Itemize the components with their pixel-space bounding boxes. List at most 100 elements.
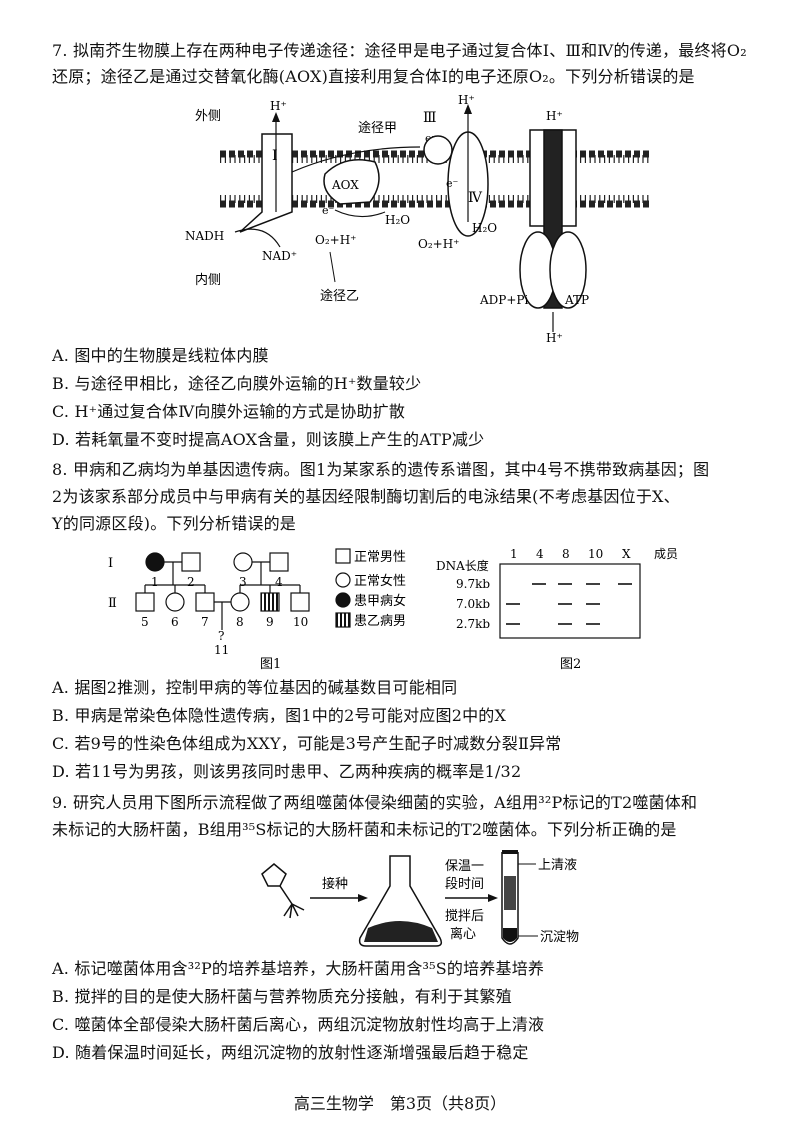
q7-stem-line-1: 7. 拟南芥生物膜上存在两种电子传递途径：途径甲是电子通过复合体Ⅰ、Ⅲ和Ⅳ的传递… xyxy=(52,41,747,60)
h-plus-label-3: H⁺ xyxy=(546,109,563,123)
q7-option-d: D. 若耗氧量不变时提高AOX含量，则该膜上产生的ATP减少 xyxy=(52,430,485,449)
q7-option-b: B. 与途径甲相比，途径乙向膜外运输的H⁺数量较少 xyxy=(52,374,422,393)
lane-x-label: X xyxy=(622,547,631,561)
e-label-3: e⁻ xyxy=(446,177,459,190)
q9-option-c: C. 噬菌体全部侵染大肠杆菌后离心，两组沉淀物放射性均高于上清液 xyxy=(52,1015,545,1034)
q7-membrane-figure: 外侧 内侧 Ⅰ H⁺ 途径甲 e⁻ AOX e⁻ H₂O O₂+H⁺ 途径乙 N… xyxy=(185,93,650,342)
q8-option-b: B. 甲病是常染色体隐性遗传病，图1中的2号可能对应图2中的X xyxy=(52,706,507,725)
generation-2-label: Ⅱ xyxy=(108,596,117,611)
keep-warm-label-1: 保温一 xyxy=(445,859,484,874)
h2o-label-1: H₂O xyxy=(385,213,410,227)
q8-option-c: C. 若9号的性染色体组成为XXY，可能是3号产生配子时减数分裂Ⅱ异常 xyxy=(52,734,562,753)
complex-3-label: Ⅲ xyxy=(423,110,437,126)
nadh-label: NADH xyxy=(185,229,224,243)
member-8-female xyxy=(230,592,250,612)
atp-label: ATP xyxy=(564,293,589,307)
page-footer: 高三生物学 第3页（共8页） xyxy=(293,1094,507,1113)
member-2-male xyxy=(181,552,201,572)
member-6-num: 6 xyxy=(171,615,179,629)
q8-stem-line-2: 2为该家系部分成员中与甲病有关的基因经限制酶切割后的电泳结果(不考虑基因位于X、 xyxy=(52,487,680,506)
label-outside: 外侧 xyxy=(195,109,221,124)
q8-option-a: A. 据图2推测，控制甲病的等位基因的碱基数目可能相同 xyxy=(52,678,458,697)
e-label-2: e⁻ xyxy=(322,204,335,217)
legend-disease-a-female: 患甲病女 xyxy=(354,593,406,609)
legend-normal-male: 正常男性 xyxy=(354,550,406,565)
stir-label-1: 搅拌后 xyxy=(445,908,484,924)
complex-3-shape xyxy=(423,135,453,165)
member-10-num: 10 xyxy=(293,615,308,629)
dna-length-label: DNA长度 xyxy=(436,558,489,573)
q9-option-d: D. 随着保温时间延长，两组沉淀物的放射性逐渐增强最后趋于稳定 xyxy=(52,1043,529,1062)
route-a-label: 途径甲 xyxy=(358,120,397,136)
q9-option-b: B. 搅拌的目的是使大肠杆菌与营养物质充分接触，有利于其繁殖 xyxy=(52,987,512,1006)
q7-option-c: C. H⁺通过复合体Ⅳ向膜外运输的方式是协助扩散 xyxy=(52,402,406,421)
member-11-unknown: ? xyxy=(218,629,224,643)
member-9-num: 9 xyxy=(266,615,274,629)
q9-stem-line-1: 9. 研究人员用下图所示流程做了两组噬菌体侵染细菌的实验，A组用³²P标记的T2… xyxy=(52,793,698,812)
member-3-num: 3 xyxy=(239,575,247,589)
sediment-label: 沉淀物 xyxy=(540,930,579,945)
member-9-affected-male xyxy=(260,592,280,612)
lane-1-label: 1 xyxy=(510,547,518,561)
size-9-7-label: 9.7kb xyxy=(456,577,490,591)
member-label: 成员 xyxy=(654,547,678,561)
member-1-affected-female xyxy=(145,552,165,572)
aox-label: AOX xyxy=(331,178,359,192)
q8-pedigree-figure: Ⅰ Ⅱ 1 2 3 4 5 6 7 8 9 10 ? 11 图1 正常男性 正常… xyxy=(108,548,406,670)
q8-option-d: D. 若11号为男孩，则该男孩同时患甲、乙两种疾病的概率是1/32 xyxy=(52,762,522,781)
member-11-num: 11 xyxy=(214,643,229,657)
q8-electrophoresis-figure: DNA长度 成员 1 4 8 10 X 9.7kb 7.0kb 2.7kb 图2 xyxy=(436,547,678,670)
q9-stem-line-2: 未标记的大肠杆菌，B组用³⁵S标记的大肠杆菌和未标记的T2噬菌体。下列分析正确的… xyxy=(52,820,677,839)
legend-normal-female: 正常女性 xyxy=(354,573,406,589)
member-1-num: 1 xyxy=(151,575,159,589)
q9-experiment-figure: 接种 保温一 段时间 搅拌后 离心 上清液 沉淀物 xyxy=(261,850,579,947)
phage-icon xyxy=(261,863,305,919)
label-inside: 内侧 xyxy=(195,272,221,288)
member-7-num: 7 xyxy=(201,615,209,629)
lane-4-label: 4 xyxy=(536,547,544,561)
complex-1-shape xyxy=(239,133,293,233)
q7-option-a: A. 图中的生物膜是线粒体内膜 xyxy=(52,346,269,365)
size-7-0-label: 7.0kb xyxy=(456,597,490,611)
generation-1-label: Ⅰ xyxy=(108,556,113,571)
fig2-caption: 图2 xyxy=(560,657,581,670)
lane-10-label: 10 xyxy=(588,547,603,561)
member-7-male xyxy=(195,592,215,612)
o2-h-label-2: O₂+H⁺ xyxy=(418,237,460,251)
legend-disease-b-male: 患乙病男 xyxy=(354,614,406,629)
q8-stem-line-1: 8. 甲病和乙病均为单基因遗传病。图1为某家系的遗传系谱图，其中4号不携带致病基… xyxy=(52,460,710,479)
member-10-male xyxy=(290,592,310,612)
nad-plus-label: NAD⁺ xyxy=(262,249,297,263)
member-3-female xyxy=(233,552,253,572)
member-8-num: 8 xyxy=(236,615,244,629)
member-5-num: 5 xyxy=(141,615,149,629)
h-plus-label-2: H⁺ xyxy=(458,93,475,107)
member-2-num: 2 xyxy=(187,575,195,589)
supernatant-label: 上清液 xyxy=(538,858,577,873)
aox-shape xyxy=(323,159,380,205)
stir-label-2: 离心 xyxy=(450,926,476,942)
complex-4-label: Ⅳ xyxy=(468,190,483,206)
h-plus-label-4: H⁺ xyxy=(546,331,563,342)
adp-pi-label: ADP+Pi xyxy=(479,293,528,307)
h2o-label-2: H₂O xyxy=(472,221,497,235)
h-plus-label-1: H⁺ xyxy=(270,99,287,113)
lane-8-label: 8 xyxy=(562,547,570,561)
member-4-num: 4 xyxy=(275,575,283,589)
size-2-7-label: 2.7kb xyxy=(456,617,490,631)
flask-icon xyxy=(358,855,443,947)
q8-stem-line-3: Y的同源区段)。下列分析错误的是 xyxy=(52,514,297,533)
centrifuge-tube-icon xyxy=(501,850,519,945)
member-5-male xyxy=(135,592,155,612)
complex-1-label: Ⅰ xyxy=(272,148,278,164)
q7-stem-line-2: 还原；途径乙是通过交替氧化酶(AOX)直接利用复合体Ⅰ的电子还原O₂。下列分析错… xyxy=(52,67,695,86)
member-6-female xyxy=(165,592,185,612)
member-4-male xyxy=(269,552,289,572)
fig1-caption: 图1 xyxy=(260,657,281,670)
inoculate-label: 接种 xyxy=(322,876,348,892)
atp-synthase xyxy=(519,129,587,309)
route-b-label: 途径乙 xyxy=(320,288,359,304)
keep-warm-label-2: 段时间 xyxy=(445,877,484,892)
o2-h-label-1: O₂+H⁺ xyxy=(315,233,357,247)
q9-option-a: A. 标记噬菌体用含³²P的培养基培养，大肠杆菌用含³⁵S的培养基培养 xyxy=(52,959,545,978)
